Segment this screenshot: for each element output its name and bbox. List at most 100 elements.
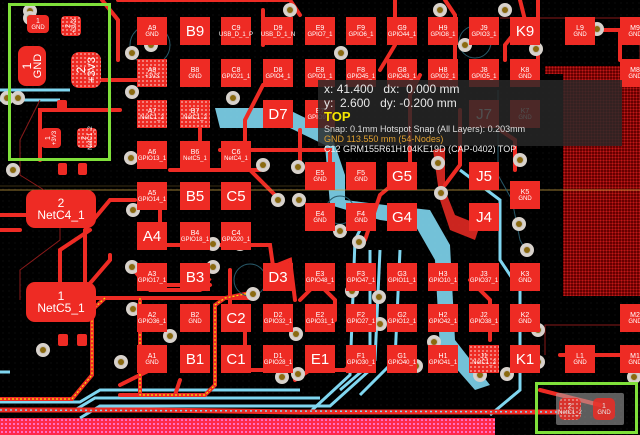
- pad-number: C5: [226, 187, 246, 205]
- bga-pad-g4[interactable]: G4: [387, 203, 417, 231]
- pad-net: GPIO1_1: [307, 73, 333, 80]
- bga-pad-j5[interactable]: J5: [469, 162, 499, 190]
- pad-number: J8: [480, 66, 488, 74]
- pad-net: GPIO48_1: [305, 277, 335, 284]
- cap-pad-netc4[interactable]: 2 NetC4_1: [26, 190, 96, 228]
- bga-pad-j4[interactable]: J4: [469, 203, 499, 231]
- selection-box-bottomright[interactable]: [535, 382, 638, 434]
- bga-pad-k1[interactable]: K1: [510, 345, 540, 373]
- dx-value: 0.000 mm: [406, 82, 460, 96]
- pad-net: GND: [628, 359, 640, 366]
- cap-pad-gnd[interactable]: 1 GND: [593, 398, 615, 420]
- pad-number: A9: [147, 24, 157, 32]
- small-pad[interactable]: [57, 100, 67, 110]
- bga-pad-d7[interactable]: D7: [263, 100, 293, 128]
- bga-pad-b5[interactable]: B5: [180, 182, 210, 210]
- bga-pad-b1[interactable]: B1: [180, 345, 210, 373]
- bga-pad-c2[interactable]: C2: [221, 304, 251, 332]
- bga-pad-a8[interactable]: A8+3V3: [137, 59, 167, 87]
- bga-pad-e1[interactable]: E1: [305, 345, 335, 373]
- small-pad[interactable]: [77, 334, 87, 346]
- pad-number: H1: [438, 352, 448, 360]
- pad-number: M1: [630, 352, 640, 360]
- bga-pad-c1[interactable]: C1: [221, 345, 251, 373]
- bga-pad-k9[interactable]: K9: [510, 17, 540, 45]
- pad-number: J5: [476, 167, 492, 185]
- bga-pad-b9[interactable]: B9: [180, 17, 210, 45]
- cap-pad-gnd-small[interactable]: 1 GND: [27, 15, 49, 33]
- pad-number: M9: [630, 24, 640, 32]
- cap-pad-netc5[interactable]: 1 NetC5_1: [26, 282, 96, 322]
- bga-pad-d3[interactable]: D3: [263, 263, 293, 291]
- small-pad[interactable]: [58, 334, 68, 346]
- pad-net: GPIO4_1: [265, 73, 291, 80]
- cap-pad-netc1[interactable]: 2 NetC1_2: [558, 398, 582, 420]
- bga-pad-g5[interactable]: G5: [387, 162, 417, 190]
- small-pad[interactable]: [78, 163, 87, 175]
- bga-pad-a4[interactable]: A4: [137, 222, 167, 250]
- pad-number: E1: [310, 350, 330, 368]
- bga-pad-c5[interactable]: C5: [221, 182, 251, 210]
- selection-box-topleft[interactable]: [8, 3, 111, 161]
- small-pad[interactable]: [58, 163, 67, 175]
- dx-label: dx:: [383, 82, 400, 96]
- pad-net: GND: [354, 176, 368, 183]
- bga-pad-b3[interactable]: B3: [180, 263, 210, 291]
- snap-info: Snap: 0.1mm Hotspot Snap (All Layers): 0…: [324, 124, 526, 134]
- pad-net: GPIO37_1: [469, 277, 499, 284]
